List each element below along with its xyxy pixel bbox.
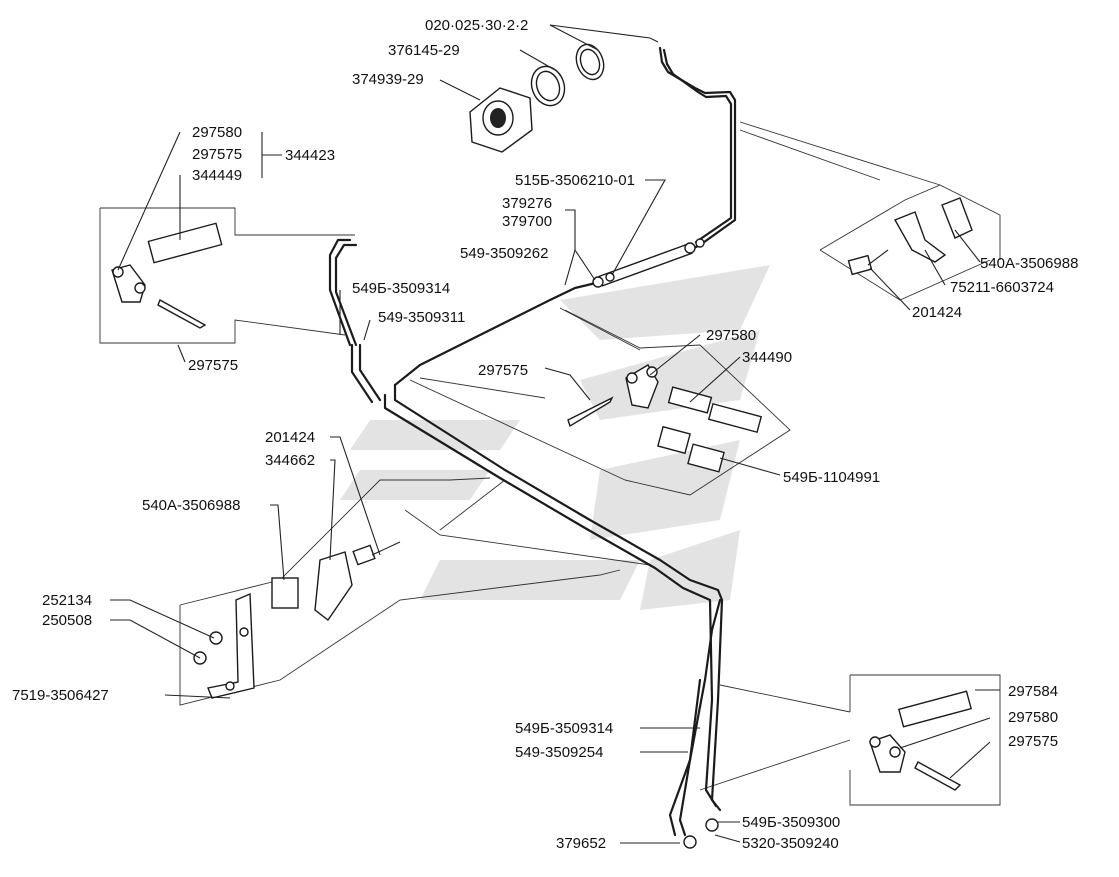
label-297580-bottom-right: 297580 [1008,709,1058,726]
panel-lower-left [179,477,651,706]
label-297575-left: 297575 [188,357,238,374]
nut-and-rings [469,43,605,153]
label-75211: 75211-6603724 [950,279,1054,296]
label-374939: 374939-29 [352,71,424,88]
label-549b-3509314-top: 549Б-3509314 [352,280,450,297]
panel-left-top [99,207,355,344]
label-540a-right: 540А-3506988 [980,255,1078,272]
label-297575-middle: 297575 [478,362,528,379]
label-020-025: 020·025·30·2·2 [425,17,528,34]
label-297580-top-left: 297580 [192,124,242,141]
label-549b-3509314-bottom: 549Б-3509314 [515,720,613,737]
label-297575-top-left: 297575 [192,146,242,163]
label-549-3509254: 549-3509254 [515,744,603,761]
panel-middle [409,307,791,496]
label-376145: 376145-29 [388,42,460,59]
panel-right-top [739,121,1001,301]
label-379652: 379652 [556,835,606,852]
panel-right-bottom [699,674,1001,806]
label-252134: 252134 [42,592,92,609]
label-5320: 5320-3509240 [742,835,839,852]
label-201424-left: 201424 [265,429,315,446]
clip-middle [567,364,763,473]
label-297575-bottom-right: 297575 [1008,733,1058,750]
bracket-lower-left [193,541,401,699]
brake-pipes [328,46,737,837]
label-549b-3509300: 549Б-3509300 [742,814,840,831]
label-344449: 344449 [192,167,242,184]
label-549-3509311: 549-3509311 [378,309,465,326]
leader-lines [110,24,1000,844]
label-379700: 379700 [502,213,552,230]
clip-left-top [111,222,223,329]
label-297580-middle: 297580 [706,327,756,344]
label-540a-left: 540А-3506988 [142,497,240,514]
label-344423: 344423 [285,147,335,164]
part-labels: 020·025·30·2·2 376145-29 374939-29 29758… [12,17,1078,852]
clamp-top-right [847,197,973,276]
label-379276: 379276 [502,195,552,212]
clip-lower-right [683,690,972,849]
label-250508: 250508 [42,612,92,629]
label-549-3509262: 549-3509262 [460,245,548,262]
label-344490: 344490 [742,349,792,366]
label-344662: 344662 [265,452,315,469]
label-7519: 7519-3506427 [12,687,109,704]
label-515b: 515Б-3506210-01 [515,172,635,189]
label-549b-1104991: 549Б-1104991 [783,469,880,486]
label-201424-right: 201424 [912,304,962,321]
label-297584: 297584 [1008,683,1058,700]
